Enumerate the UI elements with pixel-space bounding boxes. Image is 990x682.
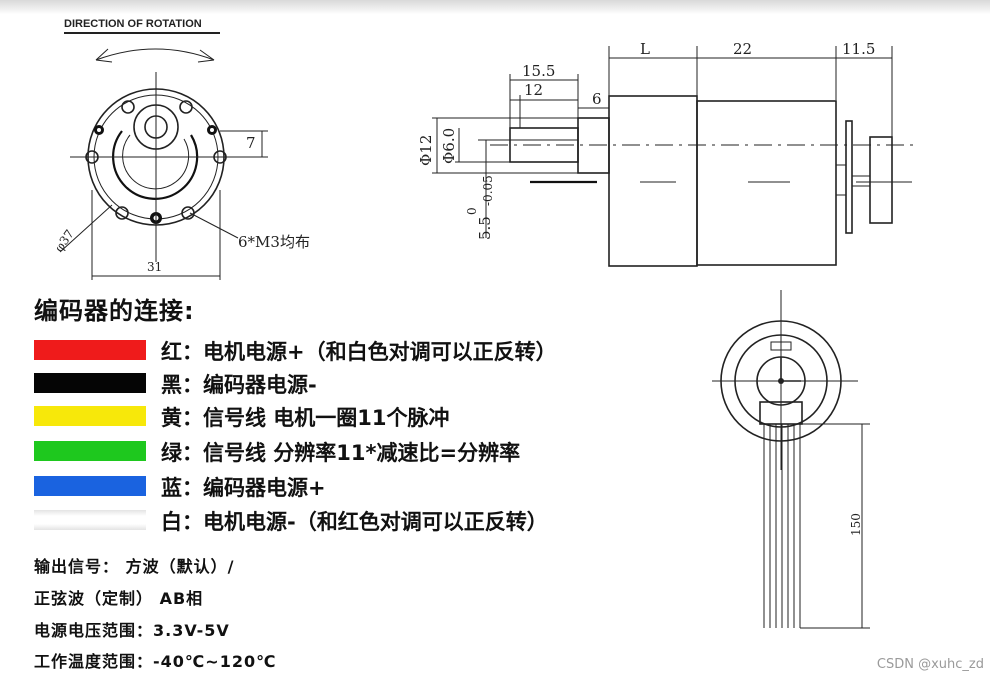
- dim-phi-12: Φ12: [417, 135, 435, 166]
- front-view: DIRECTION OF ROTATION: [52, 18, 310, 280]
- wire-swatch: [34, 476, 146, 496]
- spec-voltage: 电源电压范围：3.3V-5V: [34, 621, 230, 640]
- encoder-plate: [845, 120, 853, 234]
- wire-swatch: [34, 441, 146, 461]
- cable-connector: [759, 401, 803, 425]
- wire-row-yellow: 黄：信号线 电机一圈11个脉冲: [34, 406, 634, 430]
- wire-label: 白：电机电源-（和红色对调可以正反转）: [161, 510, 548, 534]
- wire-swatch: [34, 373, 146, 393]
- window-top-band: [0, 0, 990, 14]
- wire-row-black: 黑：编码器电源-: [34, 373, 634, 397]
- watermark: CSDN @xuhc_zd: [876, 657, 984, 672]
- dim-11-5: 11.5: [842, 40, 875, 58]
- wire-swatch: [34, 406, 146, 426]
- wire-label: 绿：信号线 分辨率11*减速比=分辨率: [161, 441, 521, 465]
- wire-label: 蓝：编码器电源+: [161, 476, 326, 500]
- gearbox-crescent: [112, 130, 199, 200]
- side-view: L 22 11.5 15.5 12 6 Φ12 Φ6.0 5.5 0 -0.05: [417, 40, 915, 267]
- dim-cable-150: 150: [849, 513, 863, 536]
- wire-swatch: [34, 510, 146, 530]
- rotation-arrow-icon: [95, 48, 215, 61]
- wire-label: 黑：编码器电源-: [161, 373, 317, 397]
- wire-row-blue: 蓝：编码器电源+: [34, 476, 634, 500]
- mount-hole: [121, 100, 135, 114]
- dim-6: 6: [592, 90, 602, 108]
- encoder-outer-ring: [720, 320, 842, 442]
- spec-temperature: 工作温度范围：-40℃~120℃: [34, 652, 277, 671]
- dim-width-31: 31: [147, 260, 162, 274]
- cable-wires: [763, 424, 801, 628]
- dim-22: 22: [733, 40, 752, 58]
- encoder-heading: 编码器的连接:: [34, 297, 195, 325]
- spec-sine-wave: 正弦波（定制） AB相: [34, 589, 204, 608]
- motor-body: [696, 100, 837, 266]
- dim-12: 12: [524, 81, 543, 99]
- dim-height-7: 7: [246, 134, 256, 152]
- dim-phi-6: Φ6.0: [440, 128, 458, 164]
- output-shaft: [509, 127, 579, 163]
- hole-spec-label: 6*M3均布: [238, 233, 310, 251]
- dim-flat-tol-lower: -0.05: [481, 175, 495, 206]
- wire-label: 黄：信号线 电机一圈11个脉冲: [161, 406, 450, 430]
- wire-row-red: 红：电机电源+（和白色对调可以正反转）: [34, 340, 634, 364]
- wire-label: 红：电机电源+（和白色对调可以正反转）: [161, 340, 557, 364]
- dim-flat-tol-upper: 0: [465, 207, 479, 215]
- dim-flat-5-5: 5.5: [476, 216, 494, 240]
- gearbox-body: [608, 95, 698, 267]
- dim-15-5: 15.5: [522, 62, 555, 80]
- wire-row-white: 白：电机电源-（和红色对调可以正反转）: [34, 510, 634, 534]
- cable-view: 150: [712, 290, 870, 629]
- rotation-title: DIRECTION OF ROTATION: [64, 18, 202, 30]
- wire-swatch: [34, 340, 146, 360]
- dim-L: L: [640, 40, 650, 58]
- encoder-disc: [869, 136, 893, 224]
- wire-row-green: 绿：信号线 分辨率11*减速比=分辨率: [34, 441, 634, 465]
- spec-output-signal: 输出信号： 方波（默认）/: [34, 557, 235, 576]
